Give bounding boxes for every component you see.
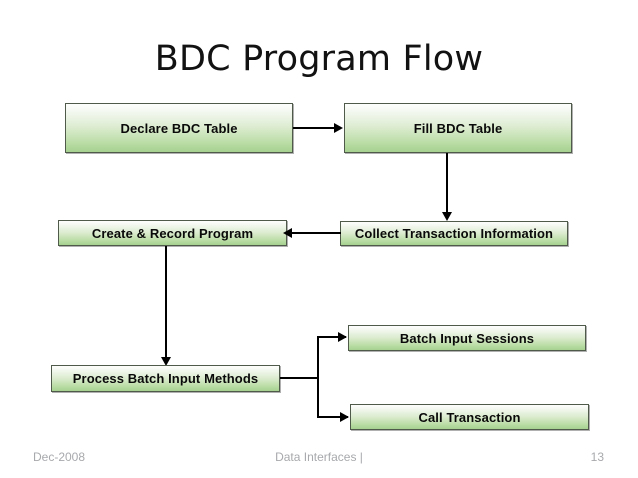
node-label: Create & Record Program <box>91 225 254 241</box>
footer-center-text: Data Interfaces | <box>275 450 363 464</box>
connector-process-trunk <box>280 377 319 379</box>
node-process-batch-input-methods[interactable]: Process Batch Input Methods <box>51 365 280 392</box>
connector-create-to-process <box>165 246 167 359</box>
footer-date: Dec-2008 <box>33 450 86 464</box>
arrowhead-create-to-process-icon <box>161 357 171 366</box>
connector-declare-to-fill <box>293 127 335 129</box>
node-label: Collect Transaction Information <box>354 226 554 241</box>
node-label: Batch Input Sessions <box>399 330 535 346</box>
node-label: Process Batch Input Methods <box>72 371 259 386</box>
node-label: Fill BDC Table <box>413 120 503 136</box>
arrowhead-process-to-batch-input-sessions-icon <box>338 332 347 342</box>
node-declare-bdc-table[interactable]: Declare BDC Table <box>65 103 293 153</box>
arrowhead-declare-to-fill-icon <box>334 123 343 133</box>
connector-process-split <box>317 337 319 417</box>
node-fill-bdc-table[interactable]: Fill BDC Table <box>344 103 572 153</box>
node-collect-transaction-information[interactable]: Collect Transaction Information <box>340 221 568 246</box>
connector-process-to-batch-input-sessions <box>317 336 346 338</box>
connector-collect-to-create <box>290 232 341 234</box>
node-batch-input-sessions[interactable]: Batch Input Sessions <box>348 325 586 351</box>
arrowhead-collect-to-create-icon <box>283 228 292 238</box>
arrowhead-process-to-call-transaction-icon <box>340 412 349 422</box>
node-call-transaction[interactable]: Call Transaction <box>350 404 589 430</box>
arrowhead-fill-to-collect-icon <box>442 212 452 221</box>
footer-page-number: 13 <box>590 450 604 464</box>
page-title: BDC Program Flow <box>154 39 484 79</box>
node-label: Declare BDC Table <box>120 120 238 136</box>
connector-process-to-call-transaction <box>317 416 348 418</box>
node-create-record-program[interactable]: Create & Record Program <box>58 220 287 246</box>
node-label: Call Transaction <box>418 409 521 425</box>
connector-fill-to-collect <box>446 153 448 215</box>
